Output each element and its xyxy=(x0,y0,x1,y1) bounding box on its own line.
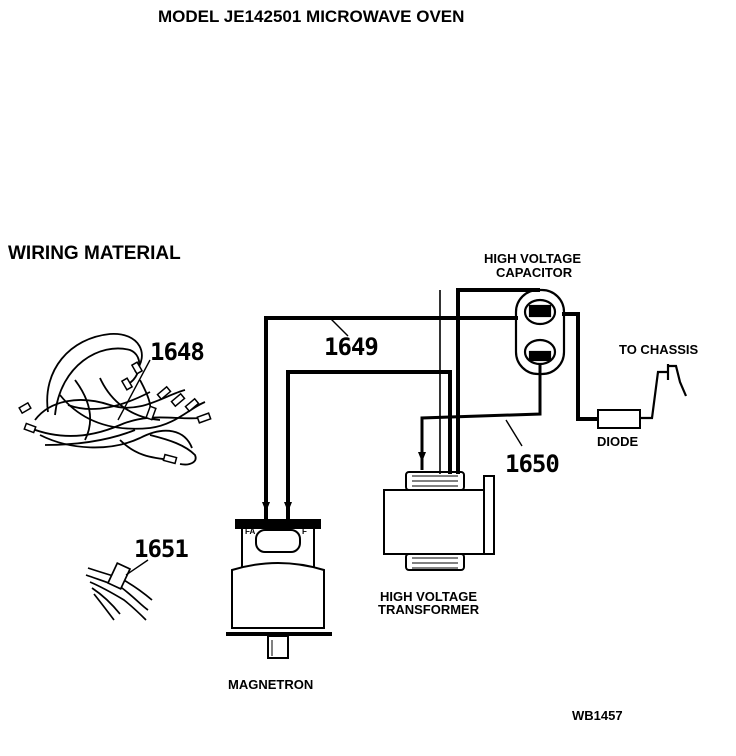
capacitor-label-line2: CAPACITOR xyxy=(496,265,573,280)
arrow-transformer xyxy=(418,452,426,462)
page-title: MODEL JE142501 MICROWAVE OVEN xyxy=(158,7,464,26)
leader-1648 xyxy=(117,359,151,421)
magnetron-label: MAGNETRON xyxy=(228,677,313,692)
part-number-1648: 1648 xyxy=(150,338,204,366)
wire-harness-1648 xyxy=(29,333,206,466)
diode xyxy=(597,409,641,429)
high-voltage-capacitor xyxy=(514,288,566,376)
transformer-label-line1: HIGH VOLTAGE xyxy=(380,589,477,604)
leader-1651 xyxy=(125,559,149,576)
part-number-1651: 1651 xyxy=(134,535,188,563)
magnetron-terminal-f: F xyxy=(302,527,307,536)
leader-1649 xyxy=(329,317,349,337)
leader-1650 xyxy=(505,419,523,447)
harness-1648-terminals xyxy=(18,361,212,465)
section-heading: WIRING MATERIAL xyxy=(8,243,181,264)
arrow-fa xyxy=(262,502,270,512)
arrow-f xyxy=(284,502,292,512)
transformer-label-line2: TRANSFORMER xyxy=(378,602,480,617)
wire-harness-1651 xyxy=(85,561,153,621)
part-number-1650: 1650 xyxy=(505,450,559,478)
chassis-label: TO CHASSIS xyxy=(619,342,699,357)
capacitor-label-line1: HIGH VOLTAGE xyxy=(484,251,581,266)
chassis-ground-tab xyxy=(640,364,688,420)
magnetron xyxy=(226,519,332,659)
wire-lead-1649 xyxy=(264,288,598,524)
high-voltage-transformer xyxy=(383,471,495,571)
drawing-code: WB1457 xyxy=(572,708,623,723)
diode-label: DIODE xyxy=(597,434,639,449)
magnetron-terminal-fa: FA xyxy=(245,527,255,536)
part-number-1649: 1649 xyxy=(324,333,378,361)
wire-lead-1650 xyxy=(420,290,542,474)
